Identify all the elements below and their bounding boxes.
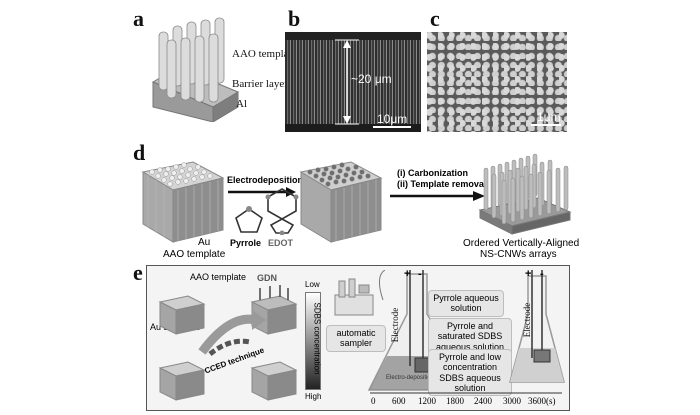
bubble-low-conc-sdbs: Pyrrole and low concentration SDBS aqueo… — [428, 349, 512, 397]
carbonization-arrow — [390, 191, 485, 201]
panel-e-letter: e — [133, 260, 143, 285]
thickness-arrow — [335, 39, 411, 128]
automatic-sampler-label: automatic sampler — [326, 325, 386, 352]
time-tick-0: 0 — [371, 396, 376, 406]
flask-2-plus: + — [525, 268, 532, 280]
time-tick-1800: 1800 — [446, 396, 464, 406]
aao-template-e-label: AAO template — [190, 272, 247, 282]
sem-cross-section-image: ~20 μm 10μm — [285, 32, 421, 132]
time-tick-600: 600 — [392, 396, 406, 406]
sdbs-concentration-axis-label: SDBS concentration — [312, 302, 322, 375]
thickness-label: ~20 μm — [351, 72, 392, 86]
aao-template-cube — [141, 161, 225, 243]
scale-bar-b-label: 10μm — [377, 112, 408, 126]
bubble-pyrrole-solution: Pyrrole aqueous solution — [428, 290, 504, 317]
electrodeposition-label: Electrodeposition — [227, 175, 304, 185]
flask-1-electrode-label: Electrode — [390, 307, 401, 343]
au-label: Au — [198, 237, 211, 248]
template-removal-label: (ii) Template removal — [397, 179, 487, 189]
aao-template-schematic — [151, 17, 240, 122]
time-tick-3000: 3000 — [503, 396, 521, 406]
aao-template-label: AAO template — [232, 48, 297, 60]
gdn-label: GDN — [257, 273, 277, 283]
result-label-line2: NS-CNWs arrays — [480, 249, 557, 260]
filled-template-cube — [299, 161, 383, 243]
flask-1-minus: - — [418, 268, 422, 280]
time-tick-2400: 2400 — [474, 396, 492, 406]
aao-template-d-label: AAO template — [163, 249, 226, 260]
pyrrole-label: Pyrrole — [230, 238, 262, 248]
nanowire-array — [478, 153, 572, 235]
panel-c-letter: c — [430, 6, 440, 31]
panel-b-letter: b — [288, 6, 301, 31]
time-tick-1200: 1200 — [418, 396, 436, 406]
conc-high-label: High — [305, 392, 322, 401]
scale-bar-c-label: 1μm — [537, 110, 561, 124]
result-label-line1: Ordered Vertically-Aligned — [463, 238, 580, 249]
sem-top-view-image: 1μm — [427, 32, 567, 132]
edot-label: EDOT — [268, 238, 294, 248]
flask-2-electrode-label: Electrode — [522, 302, 533, 338]
conc-low-label: Low — [305, 280, 320, 289]
edot-structure — [265, 188, 299, 235]
panel-d-letter: d — [133, 140, 146, 165]
panel-a-letter: a — [133, 6, 144, 31]
electrochemical-flask-2 — [509, 270, 565, 383]
automatic-sampler-icon — [334, 278, 374, 316]
time-axis-line — [370, 392, 562, 394]
carbonization-label: (i) Carbonization — [397, 168, 468, 178]
time-tick-3600: 3600(s) — [528, 396, 556, 406]
flask-2-minus: - — [540, 268, 544, 280]
automatic-sampler-line2: sampler — [339, 338, 372, 349]
cced-cycle-diagram — [158, 285, 298, 401]
pyrrole-structure — [235, 206, 263, 233]
flask-label: Electro-deposition — [386, 375, 435, 381]
flask-1-plus: + — [404, 268, 411, 280]
al-label: Al — [236, 98, 247, 110]
barrier-layer-label: Barrier layer — [232, 78, 288, 90]
automatic-sampler-line1: automatic — [336, 328, 376, 338]
sdbs-concentration-gradient — [305, 292, 321, 390]
